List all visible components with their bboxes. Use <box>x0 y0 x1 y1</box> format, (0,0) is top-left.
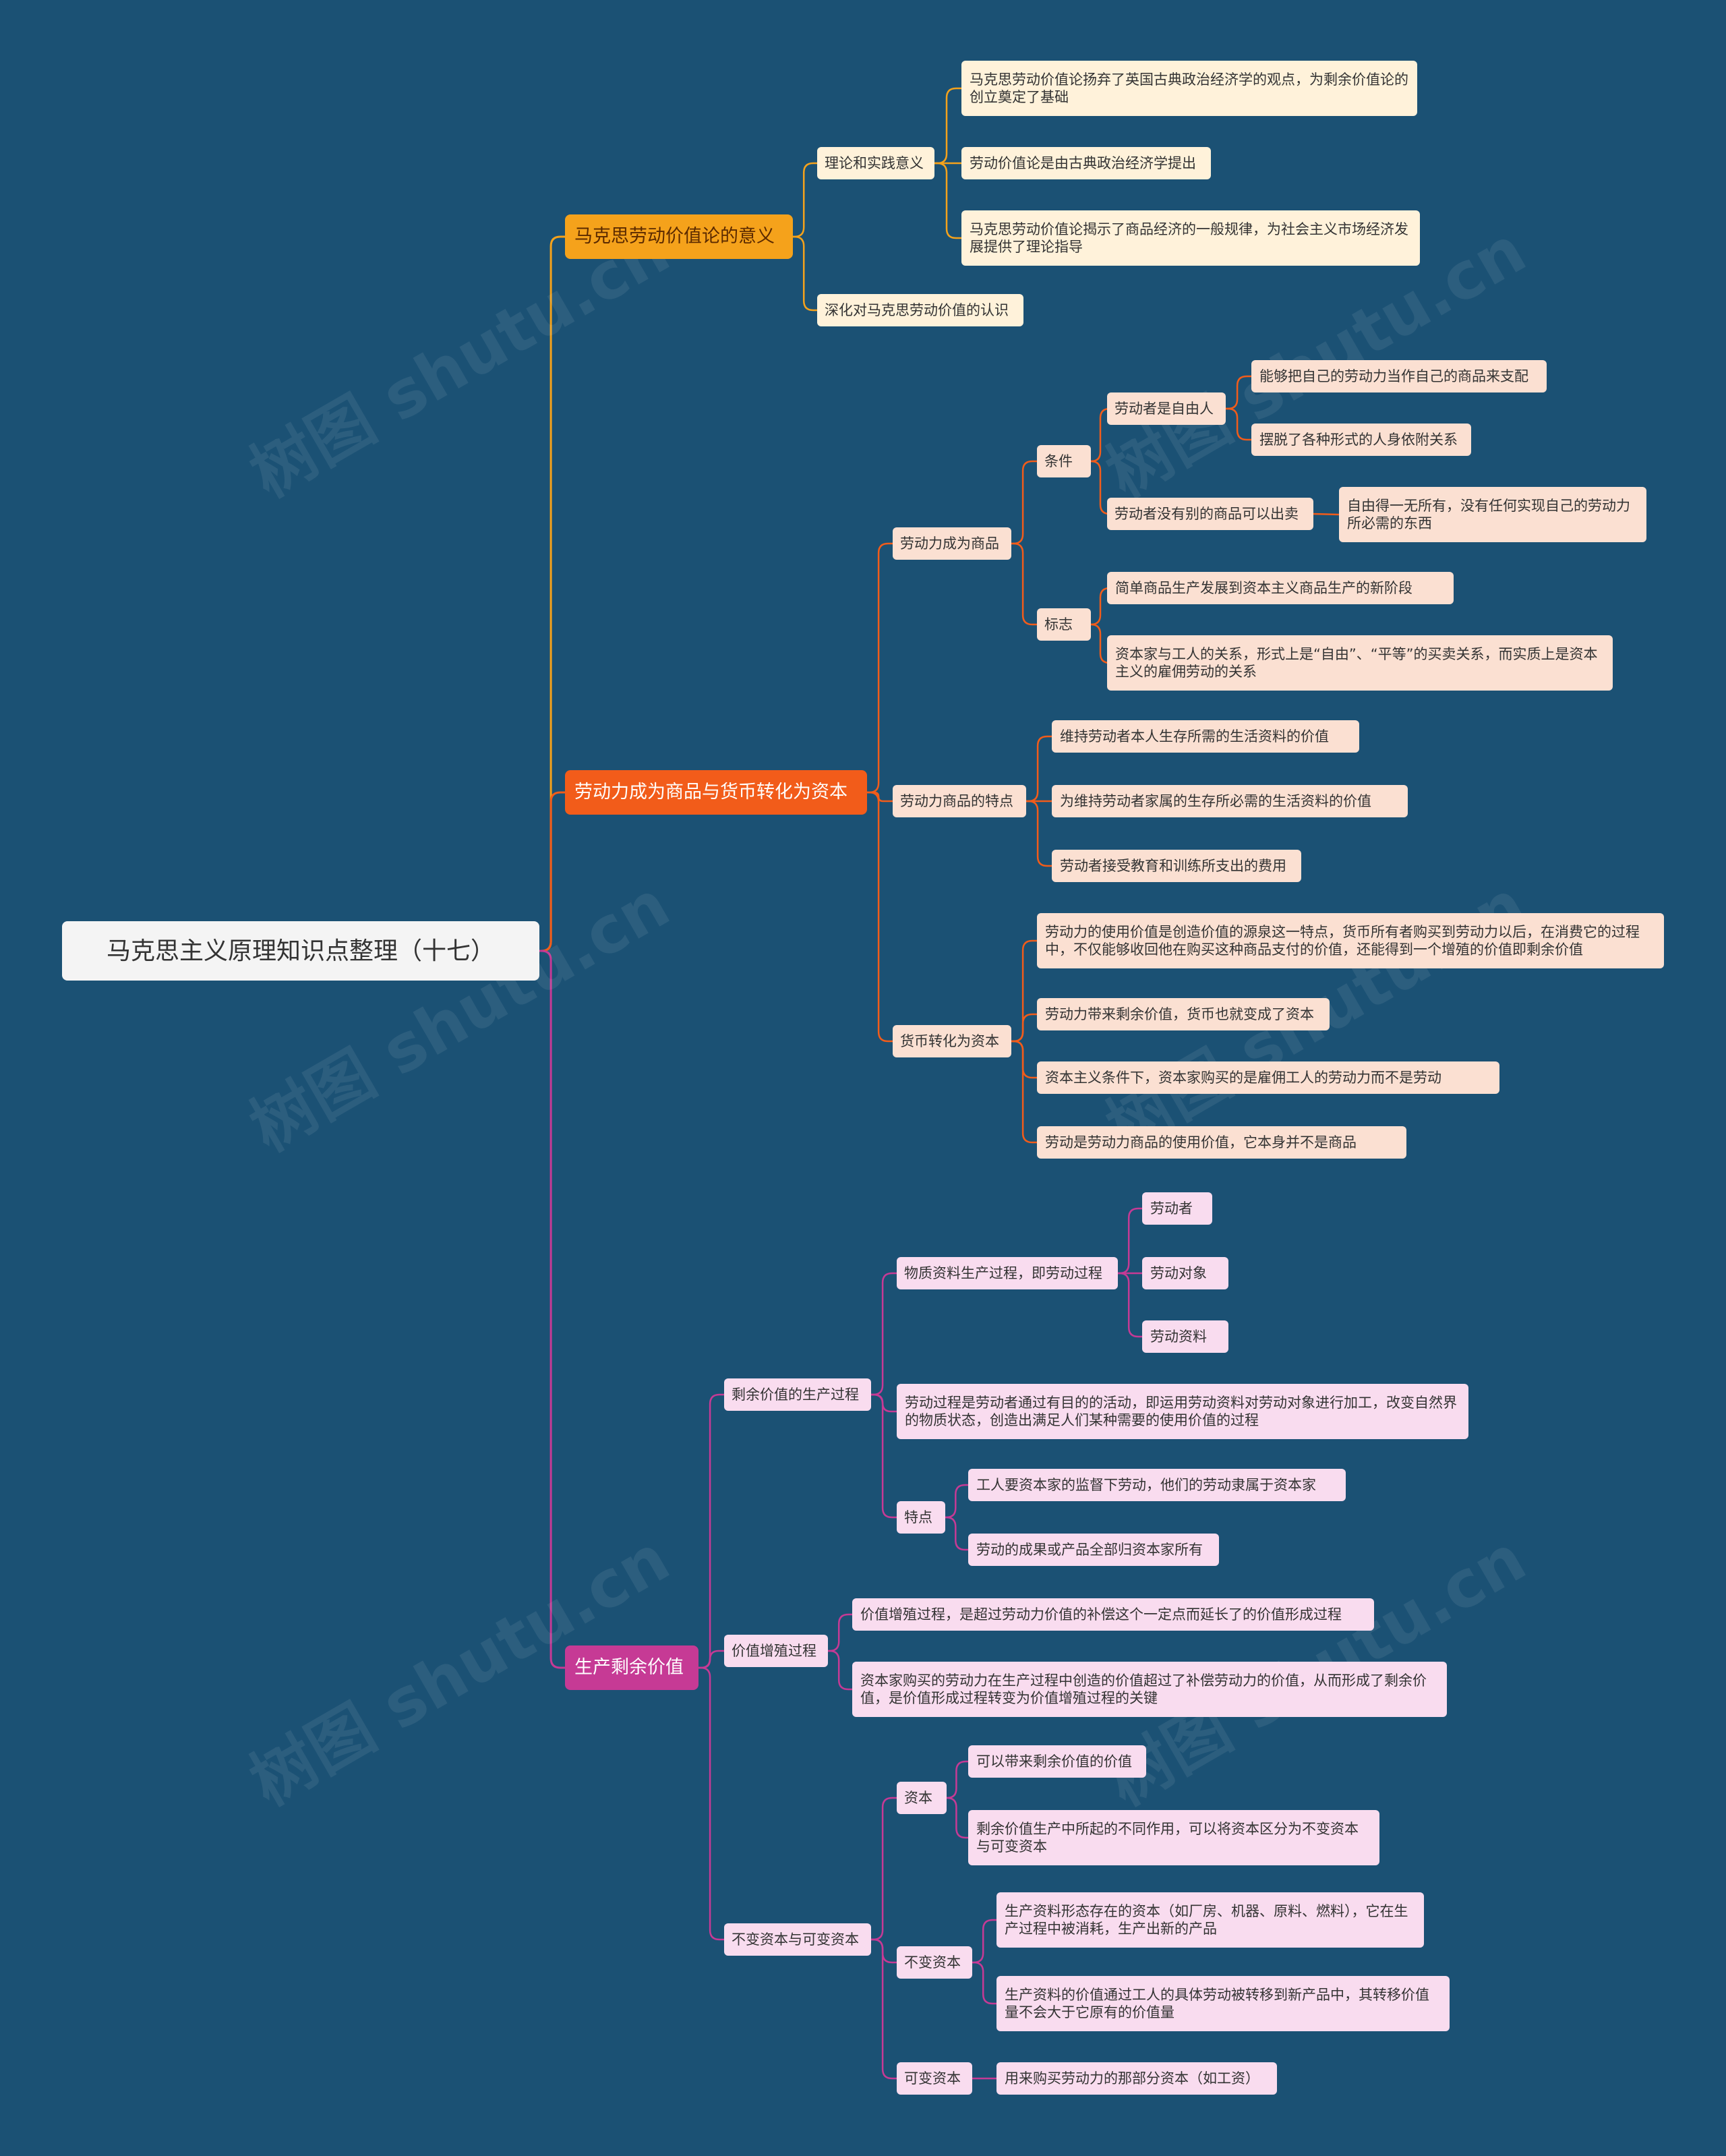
connector <box>867 542 893 794</box>
connector <box>1011 542 1037 626</box>
leaf-variable-1[interactable]: 用来购买劳动力的那部分资本（如工资） <box>996 2062 1277 2095</box>
topic-free-worker[interactable]: 劳动者是自由人 <box>1107 392 1226 425</box>
connector <box>539 950 565 1669</box>
topic-deepen-understanding[interactable]: 深化对马克思劳动价值的认识 <box>817 294 1023 326</box>
leaf-money-2[interactable]: 劳动力带来剩余价值，货币也就变成了资本 <box>1037 998 1330 1030</box>
connector <box>972 1961 996 2005</box>
branch-labor-power-commodity[interactable]: 劳动力成为商品与货币转化为资本 <box>565 770 867 815</box>
topic-money-to-capital[interactable]: 货币转化为资本 <box>893 1025 1011 1057</box>
connector <box>871 1938 897 1964</box>
connector <box>1118 1272 1142 1338</box>
leaf-free-2[interactable]: 摆脱了各种形式的人身依附关系 <box>1251 424 1471 456</box>
topic-signs[interactable]: 标志 <box>1037 608 1091 641</box>
leaf-mark-2[interactable]: 资本家与工人的关系，形式上是“自由”、“平等”的买卖关系，而实质上是资本主义的雇… <box>1107 635 1613 691</box>
leaf-b1s1-2[interactable]: 劳动价值论是由古典政治经济学提出 <box>961 147 1211 179</box>
connector <box>1118 1207 1142 1275</box>
connector <box>947 1797 968 1839</box>
branch-labor-value-significance[interactable]: 马克思劳动价值论的意义 <box>565 214 793 259</box>
topic-characteristics[interactable]: 特点 <box>897 1501 945 1534</box>
leaf-money-4[interactable]: 劳动是劳动力商品的使用价值，它本身并不是商品 <box>1037 1126 1406 1159</box>
topic-conditions[interactable]: 条件 <box>1037 445 1091 477</box>
leaf-labor-process-definition[interactable]: 劳动过程是劳动者通过有目的的活动，即运用劳动资料对劳动对象进行加工，改变自然界的… <box>897 1384 1468 1439</box>
topic-variable-capital[interactable]: 可变资本 <box>897 2062 972 2095</box>
connector <box>1090 407 1110 463</box>
connector <box>1090 460 1110 515</box>
topic-labor-power-features[interactable]: 劳动力商品的特点 <box>893 785 1026 817</box>
connector <box>871 1393 897 1519</box>
leaf-features-2[interactable]: 为维持劳动者家属的生存所必需的生活资料的价值 <box>1052 785 1408 817</box>
connector <box>698 1650 724 1669</box>
leaf-labor-process-1[interactable]: 劳动者 <box>1142 1192 1212 1225</box>
connector <box>1313 513 1340 516</box>
connector <box>934 87 961 165</box>
leaf-money-1[interactable]: 劳动力的使用价值是创造价值的源泉这一特点，货币所有者购买到劳动力以后，在消费它的… <box>1037 913 1664 968</box>
connector <box>947 1760 968 1799</box>
topic-labor-power-commodity[interactable]: 劳动力成为商品 <box>893 527 1011 560</box>
connector <box>698 1393 724 1669</box>
leaf-mark-1[interactable]: 简单商品生产发展到资本主义商品生产的新阶段 <box>1107 572 1454 604</box>
connector <box>871 1938 897 2080</box>
connector <box>828 1613 852 1652</box>
connector <box>972 1919 996 1964</box>
connector <box>1011 1040 1037 1079</box>
leaf-features-1[interactable]: 维持劳动者本人生存所需的生活资料的价值 <box>1052 720 1359 753</box>
leaf-features-3[interactable]: 劳动者接受教育和训练所支出的费用 <box>1052 850 1301 882</box>
connector <box>1090 587 1110 626</box>
connector <box>1026 800 1052 867</box>
connector <box>1026 735 1052 803</box>
leaf-labor-process-3[interactable]: 劳动资料 <box>1142 1320 1228 1353</box>
root-topic[interactable]: 马克思主义原理知识点整理（十七） <box>62 921 539 981</box>
connector <box>871 1272 897 1396</box>
leaf-free-1[interactable]: 能够把自己的劳动力当作自己的商品来支配 <box>1251 360 1547 392</box>
connector <box>867 791 893 803</box>
connector <box>698 1666 724 1941</box>
connector <box>828 1650 852 1691</box>
connector <box>871 1797 897 1941</box>
topic-nothing-to-sell[interactable]: 劳动者没有别的商品可以出卖 <box>1107 498 1313 530</box>
leaf-characteristics-1[interactable]: 工人要资本家的监督下劳动，他们的劳动隶属于资本家 <box>968 1469 1346 1501</box>
leaf-characteristics-2[interactable]: 劳动的成果或产品全部归资本家所有 <box>968 1534 1219 1566</box>
connector <box>1011 1013 1037 1043</box>
leaf-constant-1[interactable]: 生产资料形态存在的资本（如厂房、机器、原料、燃料），它在生产过程中被消耗，生产出… <box>996 1892 1424 1948</box>
topic-value-increment[interactable]: 价值增殖过程 <box>724 1635 828 1667</box>
leaf-labor-process-2[interactable]: 劳动对象 <box>1142 1257 1228 1289</box>
connector <box>867 791 893 1043</box>
leaf-b1s1-3[interactable]: 马克思劳动价值论揭示了商品经济的一般规律，为社会主义市场经济发展提供了理论指导 <box>961 210 1420 266</box>
topic-constant-capital[interactable]: 不变资本 <box>897 1946 972 1979</box>
connector <box>1011 460 1037 545</box>
leaf-b1s1-1[interactable]: 马克思劳动价值论扬弃了英国古典政治经济学的观点，为剩余价值论的创立奠定了基础 <box>961 61 1417 116</box>
topic-surplus-production[interactable]: 剩余价值的生产过程 <box>724 1378 871 1411</box>
connector <box>793 235 817 312</box>
topic-theory-practice[interactable]: 理论和实践意义 <box>817 147 934 179</box>
leaf-nothing-1[interactable]: 自由得一无所有，没有任何实现自己的劳动力所必需的东西 <box>1339 487 1646 542</box>
branch-surplus-value[interactable]: 生产剩余价值 <box>565 1645 698 1690</box>
connector <box>1226 375 1251 410</box>
connector <box>793 162 817 238</box>
connector <box>945 1484 968 1519</box>
leaf-increment-1[interactable]: 价值增殖过程，是超过劳动力价值的补偿这个一定点而延长了的价值形成过程 <box>852 1598 1374 1631</box>
connector <box>1226 407 1251 441</box>
connector <box>1011 939 1037 1043</box>
topic-constant-variable-capital[interactable]: 不变资本与可变资本 <box>724 1923 871 1956</box>
connector <box>945 1516 968 1551</box>
connector <box>934 162 961 239</box>
topic-labor-process[interactable]: 物质资料生产过程，即劳动过程 <box>897 1257 1118 1289</box>
connector <box>1090 623 1110 664</box>
connector <box>871 1393 897 1413</box>
leaf-capital-1[interactable]: 可以带来剩余价值的价值 <box>968 1745 1146 1778</box>
leaf-constant-2[interactable]: 生产资料的价值通过工人的具体劳动被转移到新产品中，其转移价值量不会大于它原有的价… <box>996 1976 1450 2031</box>
leaf-money-3[interactable]: 资本主义条件下，资本家购买的是雇佣工人的劳动力而不是劳动 <box>1037 1061 1499 1094</box>
leaf-increment-2[interactable]: 资本家购买的劳动力在生产过程中创造的价值超过了补偿劳动力的价值，从而形成了剩余价… <box>852 1662 1447 1717</box>
connector <box>1011 1040 1037 1144</box>
topic-capital[interactable]: 资本 <box>897 1782 947 1814</box>
leaf-capital-2[interactable]: 剩余价值生产中所起的不同作用，可以将资本区分为不变资本与可变资本 <box>968 1810 1379 1865</box>
